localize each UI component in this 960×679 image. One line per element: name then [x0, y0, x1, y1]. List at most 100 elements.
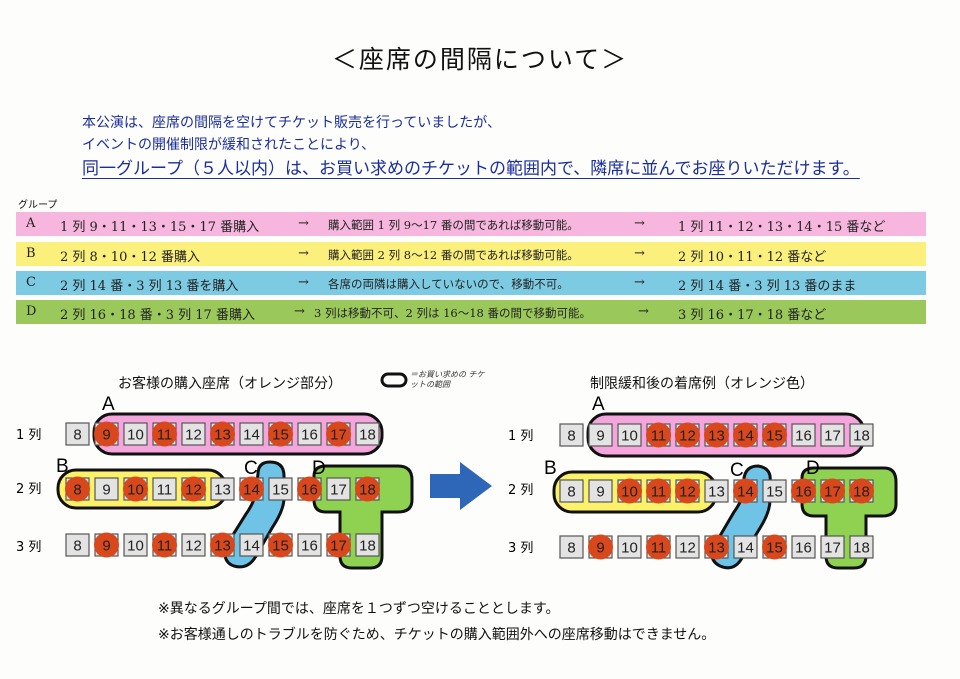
seat-number: 14	[737, 428, 754, 445]
right-caption: 制限緩和後の着席例（オレンジ色）	[590, 376, 814, 392]
row-label-3: 3 列	[508, 541, 533, 556]
group-letter-c: C	[244, 458, 258, 479]
seat-number: 14	[243, 427, 260, 444]
occupied-seat	[65, 476, 90, 502]
occupied-seat	[588, 534, 613, 560]
seat-number: 14	[243, 482, 260, 499]
seat-number: 17	[824, 540, 841, 557]
occupied-seat	[239, 476, 264, 502]
row-label-1: 1 列	[16, 428, 41, 443]
seat-box	[617, 535, 642, 559]
seat-box	[152, 477, 177, 501]
seat-number: 16	[795, 540, 812, 557]
seat-number: 14	[737, 540, 754, 557]
seat-number: 14	[737, 484, 754, 501]
seat-number: 18	[853, 540, 870, 557]
intro-line-1: 本公演は、座席の間隔を空けてチケット販売を行っていましたが、	[82, 115, 502, 131]
seat-box	[849, 535, 874, 559]
group-letter-c: C	[730, 460, 744, 481]
occupied-seat	[123, 476, 148, 502]
occupied-seat	[268, 532, 293, 558]
seat-number: 9	[596, 428, 604, 445]
seat-box	[65, 533, 90, 557]
occupied-seat	[791, 478, 816, 504]
seat-number: 13	[708, 540, 725, 557]
note-1: ※異なるグループ間では、座席を１つずつ空けることとします。	[158, 601, 560, 617]
seat-box	[559, 479, 584, 503]
occupied-seat	[297, 476, 322, 502]
seat-number: 10	[621, 428, 638, 445]
occupied-seat	[152, 532, 177, 558]
intro-line-2: イベントの開催制限が緩和されたことにより、	[82, 137, 376, 153]
seat-number: 18	[359, 427, 376, 444]
group-row-c: C 2 列 14 番・3 列 13 番を購入 → 各席の両隣は購入していないので…	[16, 271, 926, 295]
arrow-icon: →	[294, 304, 305, 319]
arrow-icon: →	[298, 216, 309, 231]
seat-number: 15	[272, 427, 289, 444]
arrow-icon: →	[634, 275, 645, 290]
left-caption: お客様の購入座席（オレンジ部分）	[118, 376, 342, 392]
seat-number: 8	[567, 540, 575, 557]
seat-number: 15	[766, 428, 783, 445]
seat-number: 18	[853, 428, 870, 445]
seat-number: 18	[359, 482, 376, 499]
seat-number: 11	[157, 538, 173, 555]
occupied-seat	[675, 478, 700, 504]
seat-box	[791, 535, 816, 559]
seat-number: 16	[795, 484, 812, 501]
arrow-icon: →	[638, 304, 649, 319]
row-label-1: 1 列	[508, 429, 533, 444]
seat-number: 16	[301, 538, 318, 555]
seat-number: 11	[651, 540, 667, 557]
seat-box	[820, 535, 845, 559]
occupied-seat	[94, 421, 119, 447]
row-label-3: 3 列	[16, 540, 41, 555]
seat-number: 12	[679, 540, 696, 557]
seat-number: 8	[567, 484, 575, 501]
occupied-seat	[210, 421, 235, 447]
seat-number: 9	[102, 482, 110, 499]
seat-box	[588, 423, 613, 447]
seat-box	[210, 477, 235, 501]
seat-number: 17	[330, 482, 347, 499]
group-d-outline	[800, 466, 898, 570]
occupied-seat	[181, 476, 206, 502]
occupied-seat	[617, 478, 642, 504]
seat-number: 10	[127, 427, 144, 444]
seat-number: 13	[214, 427, 231, 444]
group-result: 2 列 10・11・12 番など	[678, 250, 827, 265]
seat-number: 9	[596, 540, 604, 557]
row-label-2: 2 列	[508, 483, 533, 498]
occupied-seat	[326, 532, 351, 558]
occupied-seat	[646, 534, 671, 560]
seat-number: 15	[272, 482, 289, 499]
seat-box	[704, 479, 729, 503]
arrow-icon: →	[298, 246, 309, 261]
occupied-seat	[704, 422, 729, 448]
seat-number: 13	[708, 484, 725, 501]
seat-box	[239, 422, 264, 446]
seat-number: 17	[330, 427, 347, 444]
seat-number: 16	[301, 427, 318, 444]
seat-number: 15	[272, 538, 289, 555]
group-purchase: 1 列 9・11・13・15・17 番購入	[60, 220, 260, 235]
group-letter: D	[26, 304, 37, 319]
seat-number: 8	[567, 428, 575, 445]
group-result: 3 列 16・17・18 番など	[678, 308, 827, 323]
occupied-seat	[733, 422, 758, 448]
legend-oval-icon	[380, 372, 408, 388]
group-letter: C	[26, 275, 36, 290]
seat-number: 18	[853, 484, 870, 501]
occupied-seat	[210, 532, 235, 558]
group-description: 購入範囲 2 列 8～12 番の間であれば移動可能。	[328, 248, 579, 262]
occupied-seat	[94, 532, 119, 558]
seat-number: 9	[102, 427, 110, 444]
seat-box	[123, 422, 148, 446]
seat-number: 13	[708, 428, 725, 445]
seat-number: 18	[359, 538, 376, 555]
seat-number: 12	[185, 538, 202, 555]
occupied-seat	[326, 421, 351, 447]
group-description: 購入範囲 1 列 9～17 番の間であれば移動可能。	[328, 218, 579, 232]
